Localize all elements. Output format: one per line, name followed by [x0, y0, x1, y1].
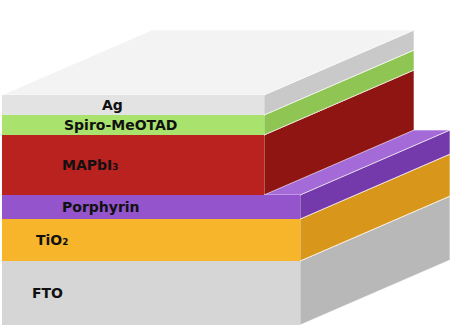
perovskite-layer: MAPbI₃: [2, 135, 264, 195]
layer-label: Ag: [102, 98, 123, 112]
layer-label: MAPbI₃: [62, 158, 118, 172]
layer-label: FTO: [32, 286, 63, 300]
top-face: [2, 30, 414, 95]
fto-layer: FTO: [2, 261, 300, 325]
layer-label: TiO₂: [36, 233, 68, 247]
layer-label: Spiro-MeOTAD: [64, 118, 177, 132]
spiro-layer: Spiro-MeOTAD: [2, 115, 264, 135]
porphyrin-layer: Porphyrin: [2, 195, 300, 219]
ag-layer: Ag: [2, 95, 264, 115]
tio2-layer: TiO₂: [2, 219, 300, 261]
layer-label: Porphyrin: [62, 200, 140, 214]
